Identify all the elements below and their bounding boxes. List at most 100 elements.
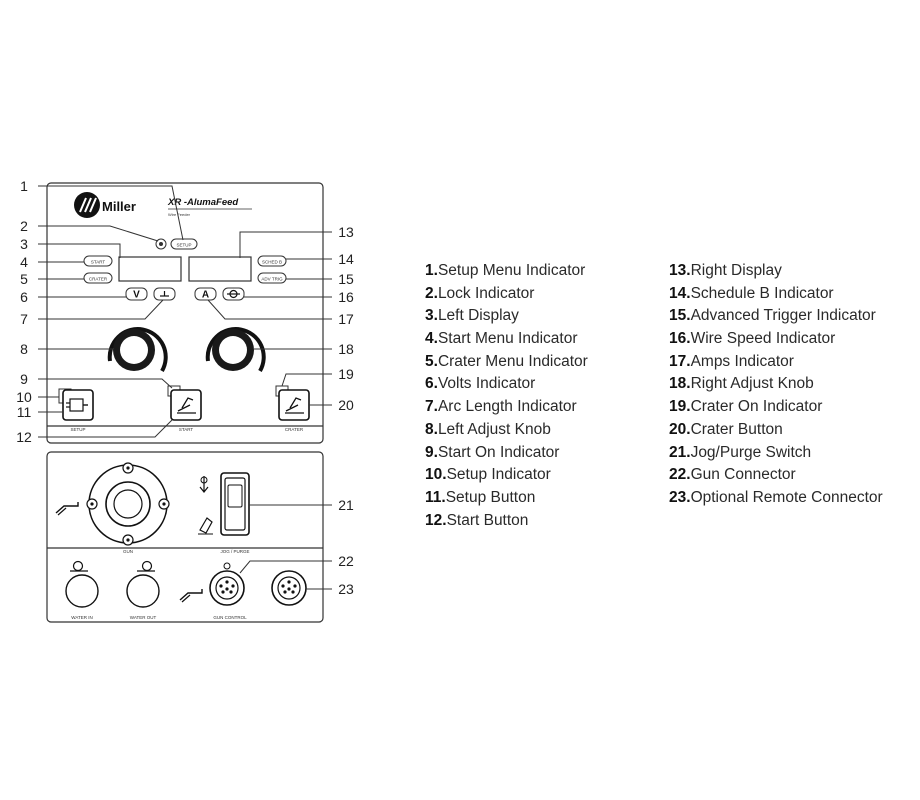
legend-label: Start Menu Indicator bbox=[437, 330, 578, 348]
setup-button[interactable] bbox=[62, 389, 94, 421]
legend-num: 16. bbox=[669, 330, 691, 348]
legend-item: 8.Left Adjust Knob bbox=[425, 419, 588, 442]
legend-item: 6.Volts Indicator bbox=[425, 373, 588, 396]
gun-control-connector bbox=[209, 562, 245, 606]
legend-label: Right Display bbox=[690, 262, 782, 279]
legend-item: 14.Schedule B Indicator bbox=[669, 283, 883, 306]
legend-item: 3.Left Display bbox=[425, 305, 588, 328]
legend-item: 15.Advanced Trigger Indicator bbox=[669, 305, 883, 328]
logo-text: Miller bbox=[102, 199, 136, 214]
legend-item: 21.Jog/Purge Switch bbox=[669, 442, 883, 465]
callout-9: 9 bbox=[20, 371, 28, 387]
callout-19: 19 bbox=[338, 366, 354, 382]
water-out-label: WATER OUT bbox=[130, 615, 157, 620]
legend-num: 8. bbox=[425, 420, 438, 438]
legend-label: Gun Connector bbox=[690, 466, 796, 484]
legend-item: 22.Gun Connector bbox=[669, 464, 883, 487]
legend-item: 18.Right Adjust Knob bbox=[669, 373, 883, 396]
legend-item: 20.Crater Button bbox=[669, 419, 883, 442]
legend-item: 2.Lock Indicator bbox=[425, 283, 588, 306]
amps-indicator: A bbox=[194, 287, 217, 301]
legend-label: Jog/Purge Switch bbox=[690, 443, 812, 461]
purge-icon bbox=[199, 476, 209, 493]
legend-num: 21. bbox=[669, 443, 691, 461]
legend-num: 15. bbox=[669, 307, 691, 325]
callout-8: 8 bbox=[20, 341, 28, 357]
right-display bbox=[188, 256, 252, 282]
callout-23: 23 bbox=[338, 581, 354, 597]
legend-num: 12. bbox=[425, 511, 447, 529]
lock-indicator bbox=[155, 238, 167, 250]
legend-num: 11. bbox=[425, 488, 446, 506]
legend-num: 13. bbox=[669, 262, 691, 279]
legend-label: Setup Button bbox=[445, 488, 536, 506]
callout-10: 10 bbox=[16, 389, 32, 405]
water-out-port bbox=[126, 560, 160, 608]
legend-num: 20. bbox=[669, 420, 691, 438]
legend-item: 9.Start On Indicator bbox=[425, 442, 588, 465]
right-adjust-knob[interactable] bbox=[205, 327, 266, 372]
legend-num: 17. bbox=[669, 352, 691, 370]
legend-num: 6. bbox=[425, 375, 438, 393]
legend-item: 4.Start Menu Indicator bbox=[425, 328, 588, 351]
legend-num: 18. bbox=[669, 375, 691, 393]
legend-item: 23.Optional Remote Connector bbox=[669, 487, 883, 510]
legend-num: 1. bbox=[425, 262, 438, 279]
legend-item: 17.Amps Indicator bbox=[669, 351, 883, 374]
legend-label: Setup Menu Indicator bbox=[437, 262, 586, 279]
callout-5: 5 bbox=[20, 271, 28, 287]
crater-button[interactable] bbox=[278, 389, 310, 421]
legend-item: 5.Crater Menu Indicator bbox=[425, 351, 588, 374]
legend-label: Wire Speed Indicator bbox=[690, 330, 836, 348]
legend-item: 16.Wire Speed Indicator bbox=[669, 328, 883, 351]
callout-1: 1 bbox=[20, 178, 28, 194]
gun-label: GUN bbox=[123, 549, 133, 554]
callout-12: 12 bbox=[16, 429, 32, 445]
legend-num: 4. bbox=[425, 330, 438, 348]
callout-20: 20 bbox=[338, 397, 354, 413]
callout-13: 13 bbox=[338, 224, 354, 240]
gun-connector bbox=[86, 462, 170, 546]
callout-2: 2 bbox=[20, 218, 28, 234]
jog-purge-switch[interactable] bbox=[220, 472, 250, 536]
start-button[interactable] bbox=[170, 389, 202, 421]
upper-panel bbox=[46, 182, 324, 444]
legend-label: Left Display bbox=[437, 307, 519, 325]
legend-label: Right Adjust Knob bbox=[690, 375, 814, 393]
legend-label: Crater Menu Indicator bbox=[437, 352, 588, 370]
legend-label: Left Adjust Knob bbox=[437, 420, 551, 438]
legend-item: 1.Setup Menu Indicator bbox=[425, 260, 588, 283]
legend-label: Crater Button bbox=[690, 420, 783, 438]
legend-column-1: 1.Setup Menu Indicator 2.Lock Indicator … bbox=[425, 260, 588, 532]
svg-text:A: A bbox=[202, 290, 209, 301]
legend-label: Amps Indicator bbox=[690, 352, 794, 370]
legend-item: 19.Crater On Indicator bbox=[669, 396, 883, 419]
model-sub: Wire Feeder bbox=[168, 212, 191, 217]
remote-connector bbox=[271, 570, 307, 606]
legend-num: 9. bbox=[425, 443, 438, 461]
legend-label: Start On Indicator bbox=[437, 443, 560, 461]
legend-item: 12.Start Button bbox=[425, 510, 588, 533]
setup-menu-tag: SETUP bbox=[176, 243, 191, 248]
legend-num: 3. bbox=[425, 307, 438, 325]
callout-7: 7 bbox=[20, 311, 28, 327]
start-button-label: START bbox=[179, 427, 194, 432]
leader-lines bbox=[38, 185, 332, 590]
crater-menu-indicator: CRATER bbox=[83, 272, 113, 284]
legend-column-2: 13.Right Display 14.Schedule B Indicator… bbox=[669, 260, 883, 510]
legend-label: Arc Length Indicator bbox=[437, 398, 577, 416]
arc-length-indicator bbox=[153, 287, 176, 301]
gun-icon bbox=[55, 502, 79, 516]
callout-22: 22 bbox=[338, 553, 354, 569]
callout-numbers: 1 2 3 4 5 6 7 8 9 10 11 12 13 14 15 16 1… bbox=[16, 178, 354, 597]
left-adjust-knob[interactable] bbox=[107, 327, 168, 372]
jog-purge-label: JOG / PURGE bbox=[220, 549, 249, 554]
wire-speed-indicator bbox=[222, 287, 245, 301]
adv-trig-tag: ADV TRIG bbox=[261, 277, 283, 282]
callout-4: 4 bbox=[20, 254, 28, 270]
water-in-port bbox=[65, 560, 99, 608]
legend-num: 14. bbox=[669, 284, 691, 302]
legend-num: 19. bbox=[669, 398, 691, 416]
legend-num: 5. bbox=[425, 352, 438, 370]
